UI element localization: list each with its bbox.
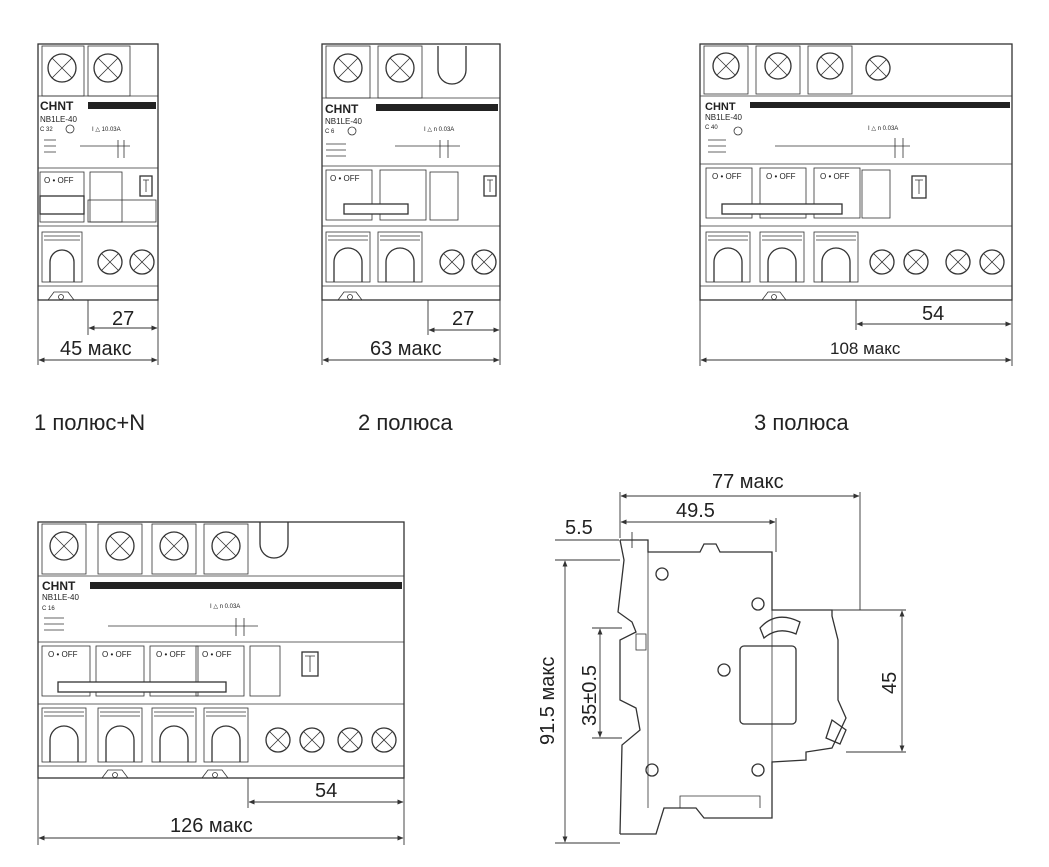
leakage-label: I △ n 0.03A <box>210 604 240 610</box>
model-label: NB1LE-40 <box>42 593 79 602</box>
brand-label: CHNT <box>40 99 74 113</box>
dim-depth: 77 макс <box>712 471 784 493</box>
dim-inner: 54 <box>922 303 944 325</box>
top-terminals <box>703 45 891 95</box>
dim-height: 91.5 макс <box>537 657 559 745</box>
top-terminals <box>41 45 131 97</box>
leakage-label: I △ 10.03A <box>92 127 121 133</box>
handle-label-1: O • OFF <box>712 172 742 181</box>
caption-3p: 3 полюса <box>754 410 849 435</box>
model-label: NB1LE-40 <box>325 117 362 126</box>
model-label: NB1LE-40 <box>705 113 742 122</box>
rating-label: C 6 <box>325 129 335 135</box>
top-terminals <box>41 522 289 575</box>
leakage-label: I △ n 0.03A <box>424 127 454 133</box>
dim-front: 49.5 <box>676 500 715 522</box>
handle-label-1: O • OFF <box>48 650 78 659</box>
dim-overall: 45 макс <box>60 338 132 360</box>
dim-rail: 35±0.5 <box>579 665 601 726</box>
rating-label: C 16 <box>42 606 55 612</box>
dim-inner: 54 <box>315 780 337 802</box>
dim-front-height: 45 <box>879 672 901 694</box>
handle-label-4: O • OFF <box>202 650 232 659</box>
top-terminals <box>325 45 467 99</box>
brand-label: CHNT <box>705 101 736 113</box>
handle-label-3: O • OFF <box>820 172 850 181</box>
dim-inner: 27 <box>452 308 474 330</box>
brand-label: CHNT <box>42 579 76 593</box>
dim-offset: 5.5 <box>565 517 593 539</box>
dim-inner: 27 <box>112 308 134 330</box>
dim-overall: 63 макс <box>370 338 442 360</box>
rating-label: C 40 <box>705 125 718 131</box>
dim-overall: 126 макс <box>170 815 253 837</box>
caption-2p: 2 полюса <box>358 410 453 435</box>
device-2p: CHNT NB1LE-40 C 6 I △ n 0.03A O • OFF 27… <box>321 43 501 365</box>
handle-label-2: O • OFF <box>102 650 132 659</box>
brand-label: CHNT <box>325 102 359 116</box>
handle-label: O • OFF <box>330 174 360 183</box>
rating-label: C 32 <box>40 127 53 133</box>
handle-label-2: O • OFF <box>766 172 796 181</box>
handle-label: O • OFF <box>44 176 74 185</box>
device-1p: CHNT NB1LE-40 C 32 I △ 10.03A O • OFF 27… <box>37 43 159 365</box>
device-3p: CHNT NB1LE-40 C 40 I △ n 0.03A O • OFF O… <box>699 43 1013 366</box>
device-4p: CHNT NB1LE-40 C 16 I △ n 0.03A O • OFF O… <box>37 521 405 845</box>
caption-1p: 1 полюс+N <box>34 410 146 435</box>
model-label: NB1LE-40 <box>40 115 77 124</box>
handle-label-3: O • OFF <box>156 650 186 659</box>
side-view: 77 макс 49.5 5.5 91.5 макс 35±0.5 45 <box>537 471 906 844</box>
dim-overall: 108 макс <box>830 339 901 358</box>
leakage-label: I △ n 0.03A <box>868 126 898 132</box>
